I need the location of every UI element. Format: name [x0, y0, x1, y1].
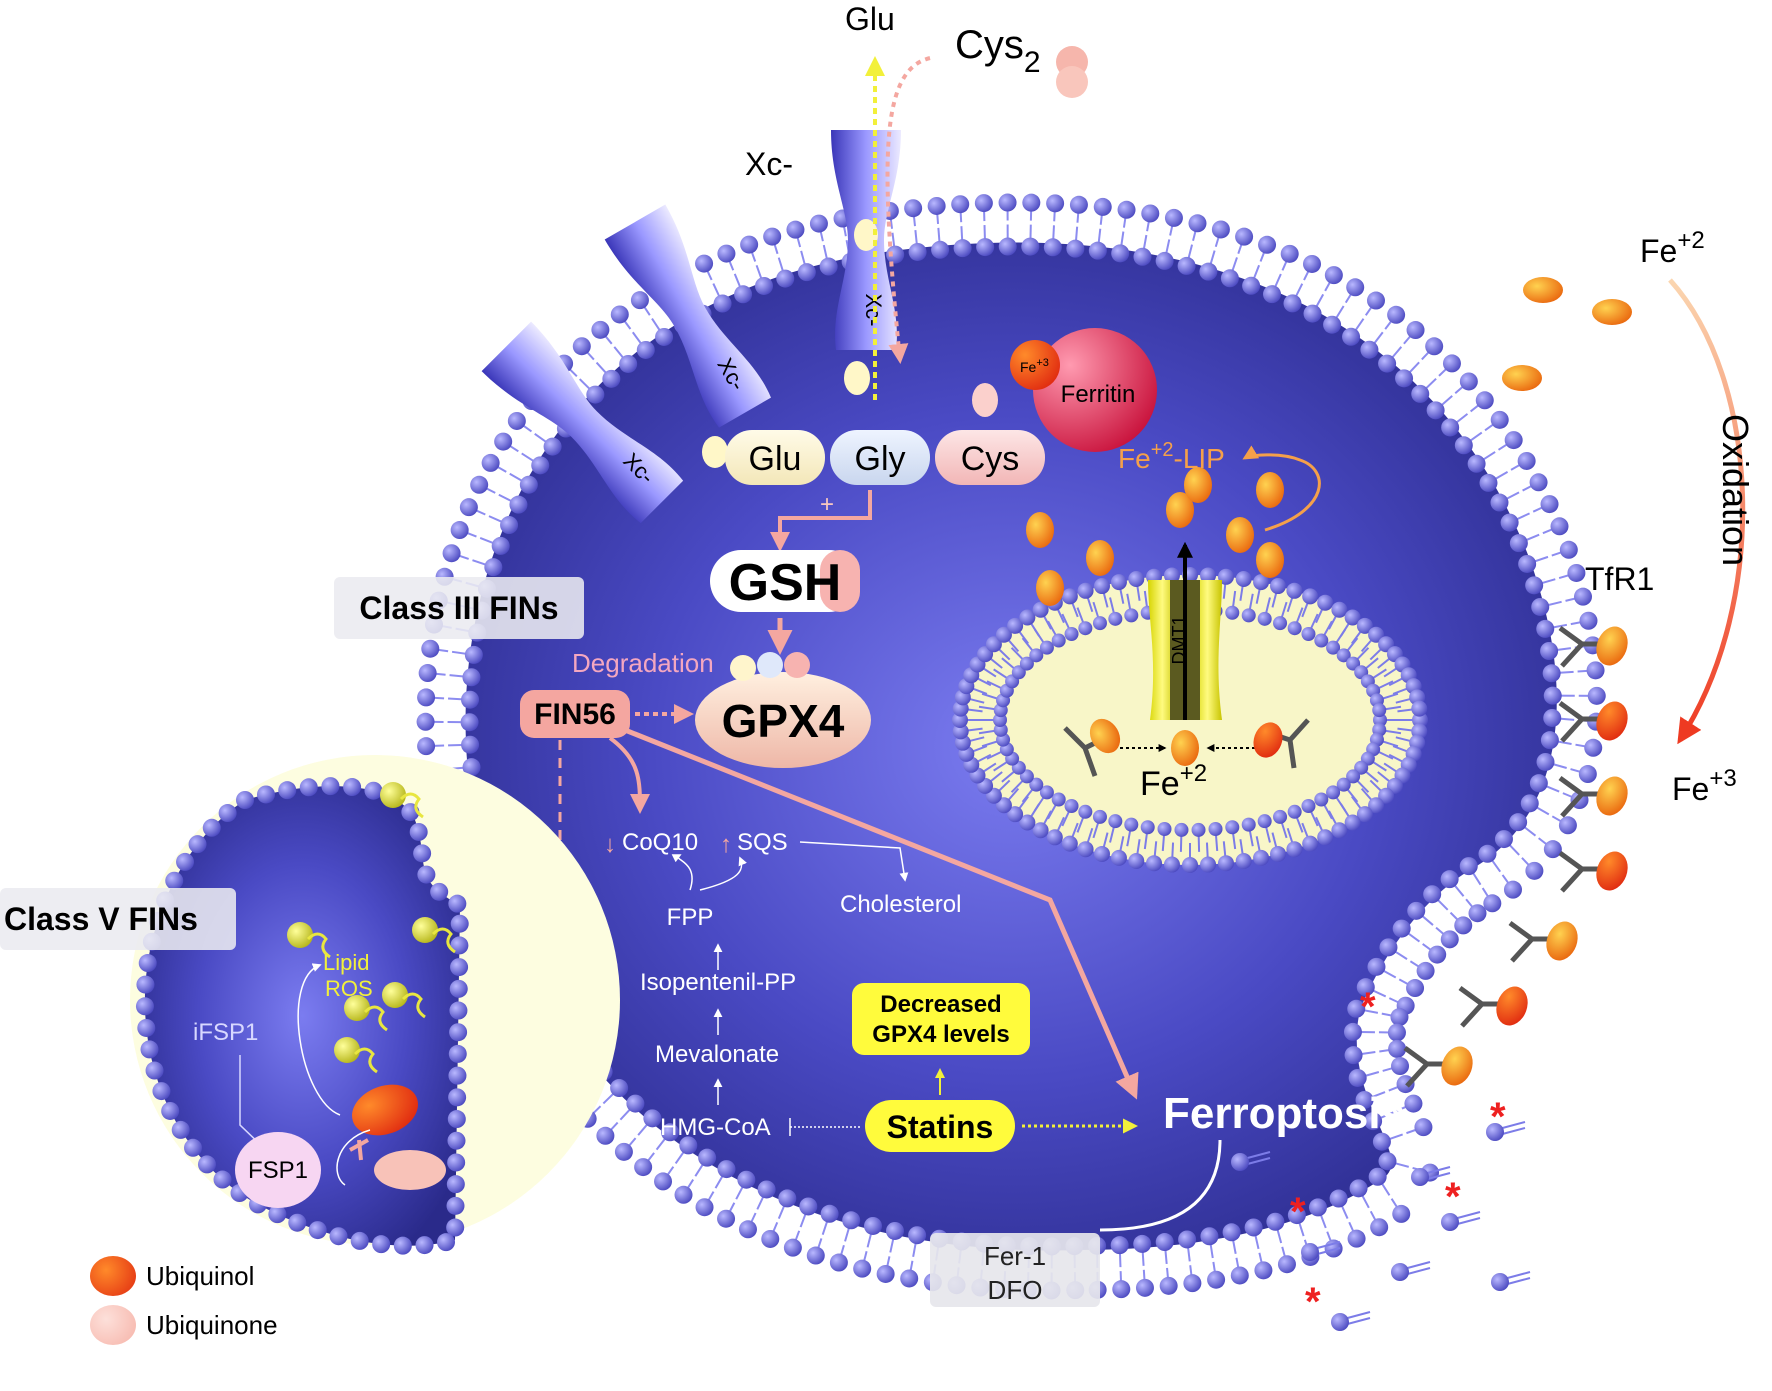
gpx4-label: GPX4: [722, 695, 845, 747]
legend-ubiquinol: Ubiquinol: [90, 1256, 254, 1296]
statins-label: Statins: [887, 1109, 994, 1145]
svg-text:*: *: [1445, 1175, 1461, 1219]
cys-label: Cys: [961, 440, 1020, 478]
extracellular-iron: [1502, 277, 1632, 391]
tfr1-label: TfR1: [1585, 561, 1654, 597]
class-v-fins-text: Class V FINs: [4, 901, 198, 938]
cys2-label: Cys2: [955, 23, 1041, 79]
fpp-label: FPP: [667, 904, 714, 931]
ubiquinol-swatch: [90, 1256, 136, 1296]
lipid-label: Lipid: [323, 950, 369, 975]
ubiquinone-legend-text: Ubiquinone: [146, 1310, 278, 1341]
svg-text:*: *: [1490, 1095, 1506, 1139]
fe3-out-label: Fe+3: [1672, 765, 1737, 807]
ferroptosis-label: Ferroptosis: [1163, 1089, 1405, 1138]
svg-text:*: *: [1360, 985, 1376, 1029]
decreased-line2: GPX4 levels: [872, 1021, 1009, 1048]
fer1-label: Fer-1: [930, 1239, 1100, 1273]
ros-label: ROS: [325, 976, 373, 1001]
xc-transporter-1: Xc-: [831, 130, 901, 350]
cholesterol-label: Cholesterol: [840, 891, 961, 918]
mevalonate-label: Mevalonate: [655, 1041, 779, 1068]
isopentenil-label: Isopentenil-PP: [640, 969, 796, 996]
dfo-label: DFO: [930, 1273, 1100, 1307]
ubiquinone-swatch: [90, 1305, 136, 1345]
oxidation-label: Oxidation: [1715, 414, 1756, 566]
ferritin-label: Ferritin: [1061, 381, 1136, 408]
xc-label: Xc-: [745, 146, 793, 182]
ubiquinone-shape: [374, 1150, 446, 1190]
fe2-out-label: Fe+2: [1640, 227, 1705, 269]
coq10-label: CoQ10: [622, 829, 698, 856]
inhibitors-box: Fer-1 DFO: [930, 1233, 1100, 1307]
ubiquinol-legend-text: Ubiquinol: [146, 1261, 254, 1292]
sqs-label: SQS: [737, 829, 788, 856]
class-v-fins-label: Class V FINs: [0, 888, 236, 950]
decreased-line1: Decreased: [880, 991, 1001, 1018]
fsp1-label: FSP1: [248, 1157, 308, 1184]
glu-ball-2: [702, 436, 728, 468]
class-iii-fins-text: Class III FINs: [359, 590, 558, 627]
glu-ball: [844, 361, 870, 395]
cys-ball: [972, 383, 998, 417]
cys2-molecule: [1056, 46, 1088, 98]
ifsp1-label: iFSP1: [193, 1019, 258, 1046]
up-arrow-sqs: ↑: [720, 831, 732, 858]
fin56-label: FIN56: [534, 698, 616, 731]
svg-text:*: *: [1305, 1280, 1321, 1324]
gsh-label: GSH: [729, 554, 842, 612]
glu-label: Glu: [749, 440, 802, 478]
hmgcoa-label: HMG-CoA: [660, 1114, 771, 1141]
legend-ubiquinone: Ubiquinone: [90, 1305, 278, 1345]
down-arrow-coq10: ↓: [604, 831, 616, 858]
gly-label: Gly: [855, 440, 906, 478]
class-v-inset: Lipid ROS iFSP1 FSP1: [130, 755, 620, 1255]
glu-out-label: Glu: [845, 1, 895, 37]
degradation-label: Degradation: [572, 648, 714, 678]
svg-text:*: *: [1290, 1190, 1306, 1234]
class-iii-fins-label: Class III FINs: [334, 577, 584, 639]
plus-sign: +: [820, 491, 834, 518]
